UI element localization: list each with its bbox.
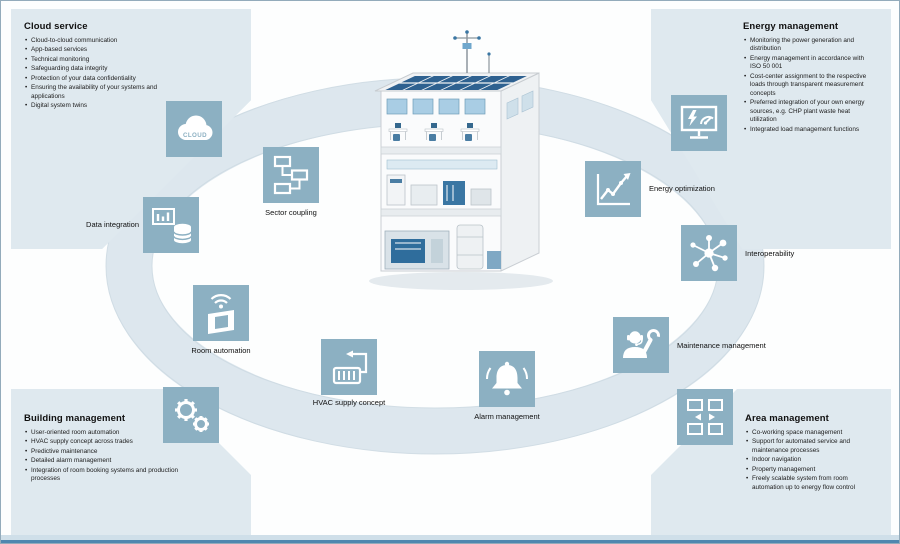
footer-accent-line	[1, 540, 899, 543]
cloud-node: CLOUD	[166, 101, 222, 157]
interoperability-node	[681, 225, 737, 281]
alarm-label: Alarm management	[474, 412, 540, 421]
bullet-item: Protection of your data confidentiality	[24, 75, 185, 84]
bullet-item: Preferred integration of your own energy…	[743, 99, 869, 124]
floorplan-icon	[687, 399, 723, 435]
data-integration-icon	[152, 208, 192, 244]
footer-strip	[1, 535, 899, 543]
room-automation-label: Room automation	[191, 346, 251, 355]
room-automation-icon	[208, 294, 234, 334]
bullet-item: Freely scalable system from room automat…	[745, 475, 867, 492]
interoperability-label: Interoperability	[745, 249, 795, 258]
gears-icon	[175, 399, 209, 432]
bullet-item: Co-working space management	[745, 429, 867, 438]
sector-coupling-label: Sector coupling	[265, 208, 317, 217]
bullet-item: App-based services	[24, 46, 185, 55]
bullet-item: Safeguarding data integrity	[24, 65, 185, 74]
bullet-item: Ensuring the availability of your system…	[24, 84, 185, 101]
bullet-item: Integration of room booking systems and …	[24, 467, 179, 484]
bullet-item: HVAC supply concept across trades	[24, 438, 179, 446]
alarm-bell-icon	[485, 361, 529, 396]
area-management-node	[677, 389, 733, 445]
bullet-item: User-oriented room automation	[24, 429, 179, 437]
panel-title: Building management	[24, 413, 126, 424]
bullet-item: Support for automated service and mainte…	[745, 438, 867, 455]
bullet-item: Technical monitoring	[24, 56, 185, 65]
bullet-list: Co-working space managementSupport for a…	[745, 429, 867, 492]
hvac-icon	[332, 350, 368, 385]
bullet-item: Cost-center assignment to the respective…	[743, 73, 869, 98]
panel-title: Area management	[745, 413, 829, 424]
bullet-item: Cloud-to-cloud communication	[24, 37, 185, 46]
maintenance-headset-icon	[623, 329, 660, 358]
maintenance-node	[613, 317, 669, 373]
data-integration-node	[143, 197, 199, 253]
sector-coupling-node	[263, 147, 319, 203]
building-management-node	[163, 387, 219, 443]
hvac-label: HVAC supply concept	[312, 398, 386, 407]
cloud-label: CLOUD	[183, 132, 207, 139]
energy-chart-icon	[596, 173, 631, 206]
building-illustration	[369, 30, 553, 290]
bullet-list: Cloud-to-cloud communicationApp-based se…	[24, 37, 185, 111]
energy-optimization-node	[585, 161, 641, 217]
cloud-icon: CLOUD	[178, 115, 213, 140]
energy-optimization-label: Energy optimization	[649, 184, 715, 193]
sector-coupling-icon	[273, 155, 309, 195]
bullet-list: Monitoring the power generation and dist…	[743, 37, 869, 134]
bullet-item: Digital system twins	[24, 102, 185, 111]
panel-title: Energy management	[743, 21, 839, 32]
bullet-item: Detailed alarm management	[24, 457, 179, 465]
maintenance-label: Maintenance management	[677, 341, 766, 350]
room-automation-node	[193, 285, 249, 341]
energy-management-node	[671, 95, 727, 151]
data-integration-label: Data integration	[86, 220, 139, 229]
bullet-item: Indoor navigation	[745, 456, 867, 465]
energy-monitor-icon	[680, 105, 718, 139]
bullet-item: Energy management in accordance with ISO…	[743, 55, 869, 72]
alarm-node	[479, 351, 535, 407]
bullet-item: Integrated load management functions	[743, 126, 869, 135]
hvac-node	[321, 339, 377, 395]
interoperability-network-icon	[690, 235, 728, 272]
bullet-item: Property management	[745, 466, 867, 475]
bullet-item: Monitoring the power generation and dist…	[743, 37, 869, 54]
panel-title: Cloud service	[24, 21, 88, 32]
bullet-item: Predictive maintenance	[24, 448, 179, 456]
